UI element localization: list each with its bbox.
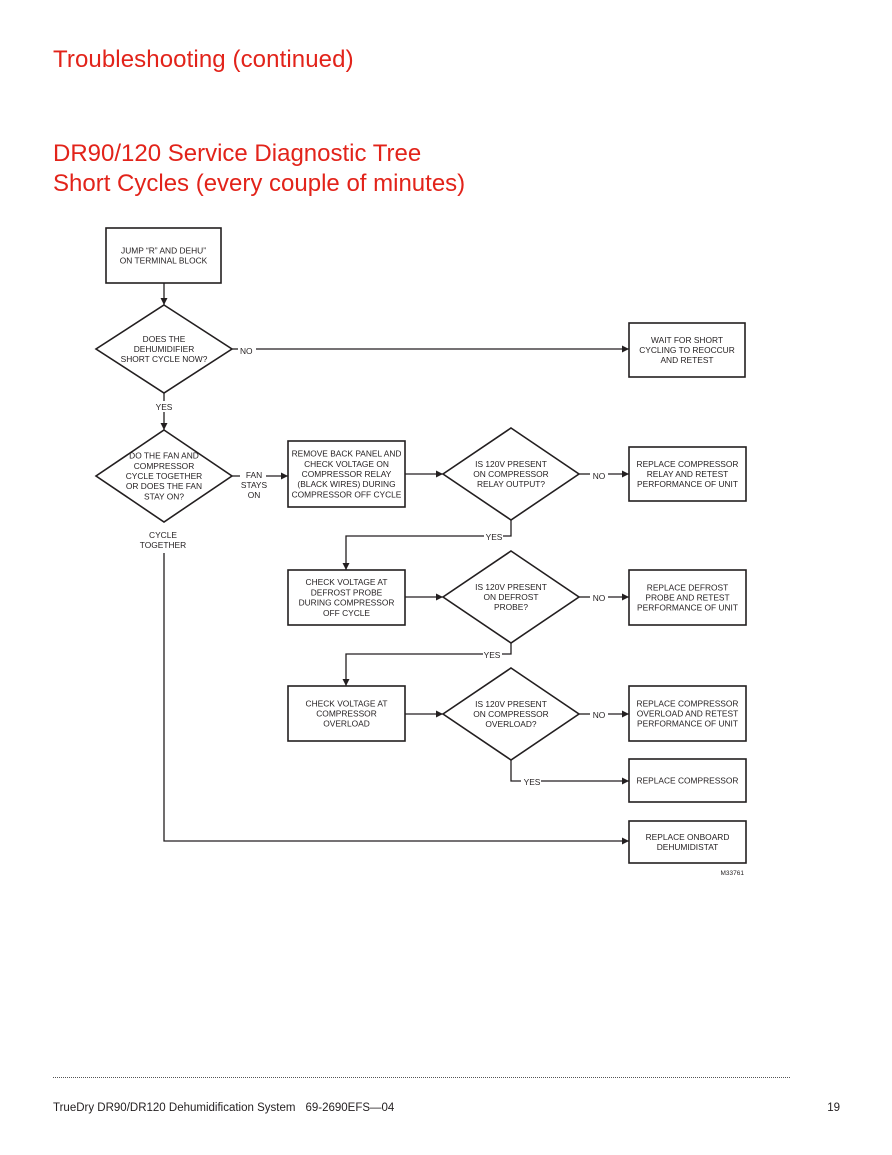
edge-label-yes-4: YES	[524, 777, 541, 787]
decision-diamond-short-cycle-q	[94, 304, 234, 394]
decision-diamond-probe-q	[441, 550, 581, 644]
page-number: 19	[827, 1102, 840, 1114]
edge-label-no-2: NO	[593, 471, 606, 481]
edge-label-no-1: NO	[240, 346, 253, 356]
diagram-title-line-2: Short Cycles (every couple of minutes)	[53, 170, 466, 197]
figure-id: M33761	[721, 870, 745, 877]
connector-relay-yes-to-probe	[342, 535, 484, 570]
process-box-replace-probe	[628, 569, 747, 626]
edge-label-no-3: NO	[593, 593, 606, 603]
connector-probe-yes-a	[502, 643, 512, 655]
edge-label-yes-2: YES	[486, 532, 503, 542]
decision-diamond-overload-q	[441, 667, 581, 761]
connector-overload-yes-a	[510, 760, 521, 782]
diagram-title-line-1: DR90/120 Service Diagnostic Tree	[53, 140, 422, 167]
section-title: Troubleshooting (continued)	[53, 46, 354, 73]
process-box-check-probe	[287, 569, 406, 626]
process-box-replace-compressor	[628, 758, 747, 803]
process-box-replace-relay	[628, 446, 747, 502]
decision-diamond-fan-q	[94, 429, 234, 523]
footer-divider	[53, 1077, 790, 1078]
decision-diamond-relay-q	[441, 427, 581, 521]
connector-probe-yes-to-overload	[342, 653, 483, 686]
edge-label-yes-1: YES	[156, 402, 173, 412]
footer-doc-number: 69-2690EFS—04	[305, 1102, 395, 1114]
process-box-replace-overload	[628, 685, 747, 742]
process-box-check-overload	[287, 685, 406, 742]
process-box-wait	[628, 322, 746, 378]
process-text-jump: JUMP “R” AND DEHU”ON TERMINAL BLOCK	[120, 245, 208, 265]
edge-label-yes-3: YES	[484, 650, 501, 660]
footer-doc-info: TrueDry DR90/DR120 Dehumidification Syst…	[53, 1102, 394, 1114]
process-box-jump	[105, 227, 222, 284]
footer-doc-title: TrueDry DR90/DR120 Dehumidification Syst…	[53, 1102, 296, 1114]
diagram-title: DR90/120 Service Diagnostic Tree Short C…	[53, 139, 465, 199]
connector-cycle-together-to-dehumidistat	[163, 553, 629, 845]
edge-label-no-4: NO	[593, 710, 606, 720]
connector-relay-yes-a	[503, 520, 512, 537]
process-box-remove-panel	[287, 440, 406, 508]
process-box-replace-dehumidistat	[628, 820, 747, 864]
process-text-replace-compressor: REPLACE COMPRESSOR	[637, 776, 739, 786]
